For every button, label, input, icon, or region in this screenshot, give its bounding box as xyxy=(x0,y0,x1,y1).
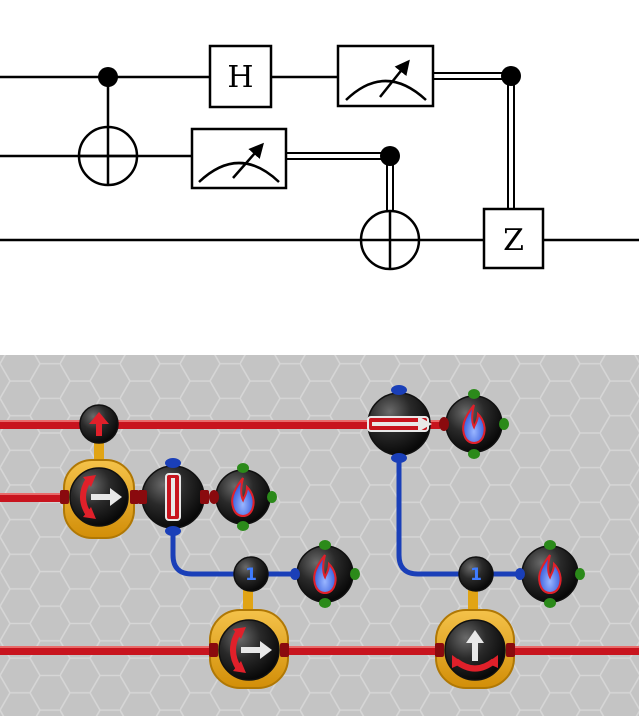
classical-control-dot xyxy=(380,146,400,166)
classical-wire-1 xyxy=(433,72,515,209)
measure-node-1 xyxy=(138,458,209,536)
pauli-z-label: Z xyxy=(503,223,524,258)
red-wire-row-1 xyxy=(0,420,440,429)
rotation-gate-1 xyxy=(60,459,139,539)
blue-wire-1 xyxy=(170,520,240,577)
bit-label-2: 1 xyxy=(470,565,482,585)
up-arrow-icon xyxy=(466,630,484,661)
rotate-arrows-icon xyxy=(230,627,246,673)
flame-icon xyxy=(231,477,255,517)
red-wire-row-3 xyxy=(0,646,639,655)
rotation-gate-3 xyxy=(435,609,515,689)
gold-stem-2 xyxy=(243,588,253,618)
flame-icon xyxy=(462,404,486,444)
cnot-gate-1 xyxy=(77,67,139,187)
measurement-gate-1 xyxy=(336,44,435,108)
up-arrow-icon xyxy=(89,412,109,436)
bit-node-1: 1 xyxy=(233,556,269,592)
flame-icon xyxy=(313,554,337,594)
flame-node-4 xyxy=(515,540,585,608)
control-node xyxy=(79,404,119,444)
bit-label-1: 1 xyxy=(245,565,257,585)
rotate-arrows-icon xyxy=(80,475,96,519)
flame-node-1 xyxy=(209,463,277,531)
control-dot xyxy=(98,67,118,87)
measurement-gate-2 xyxy=(190,127,288,190)
rotate-arrows-icon xyxy=(452,655,498,672)
hadamard-label: H xyxy=(227,60,253,95)
hadamard-gate: H xyxy=(208,44,273,109)
blue-wire-2 xyxy=(396,450,465,577)
gold-stem-3 xyxy=(468,588,478,618)
measure-node-2 xyxy=(367,385,432,463)
game-panel: 1 1 xyxy=(0,355,639,716)
classical-cnot-gate xyxy=(359,146,421,271)
quantum-circuit: H Z xyxy=(0,44,639,271)
bit-node-2: 1 xyxy=(458,556,494,592)
swap-arrow-icon xyxy=(91,488,122,506)
swap-arrow-icon xyxy=(241,641,272,659)
flame-icon xyxy=(538,554,562,594)
gold-stem-1 xyxy=(94,438,104,470)
classical-wire-2 xyxy=(286,152,394,220)
classical-control-dot xyxy=(501,66,521,86)
flame-node-2 xyxy=(439,389,509,459)
rotation-gate-2 xyxy=(209,609,289,689)
flame-node-3 xyxy=(290,540,360,608)
classical-z-gate: Z xyxy=(482,66,545,270)
